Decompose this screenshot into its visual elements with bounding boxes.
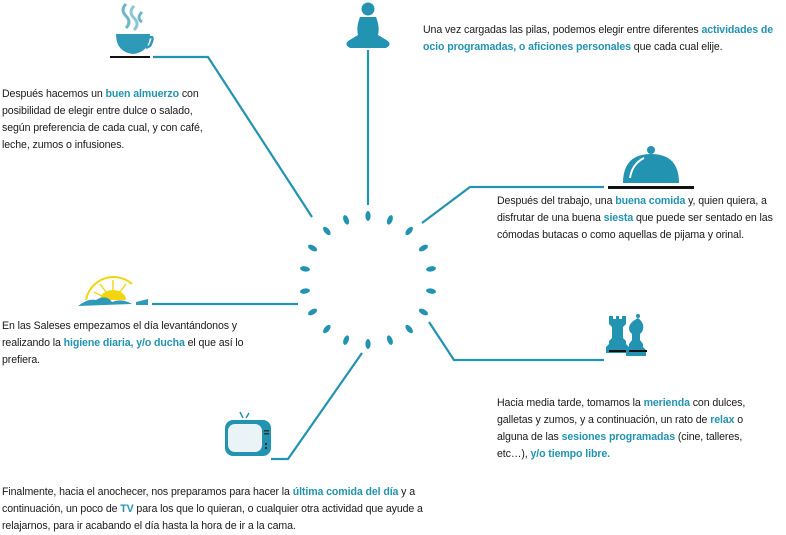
text: Hacia media tarde, tomamos la [497, 397, 644, 409]
footprint-icon [308, 308, 318, 316]
chess-pieces-icon [606, 314, 647, 356]
step-meal-text: Después del trabajo, una buena comida y,… [497, 193, 786, 244]
text: y, quien quiera, a disfrutar de una buen… [497, 195, 767, 224]
footprint-icon [426, 266, 436, 272]
highlight: siesta [603, 212, 634, 224]
highlight: relax [710, 414, 735, 426]
text: o alguna de las [497, 414, 744, 443]
footprint-icon [405, 226, 413, 236]
text: (cine, talleres, etc…), [497, 431, 743, 460]
footprint-icon [308, 244, 318, 252]
text: Después hacemos un [2, 88, 106, 100]
footprints-circle [300, 211, 436, 349]
footprint-icon [426, 288, 436, 294]
connector-lunch [153, 55, 313, 218]
text: con posibilidad de elegir entre dulce o … [2, 88, 203, 151]
text: y a continuación, un poco de [2, 486, 416, 515]
sunrise-icon [78, 276, 148, 306]
serving-dome-icon [608, 146, 694, 189]
text: el que así lo prefiera. [2, 337, 244, 366]
text: con dulces, galletas y zumos, y a contin… [497, 397, 746, 426]
footprint-icon [323, 324, 331, 334]
highlight: sesiones programadas [561, 431, 676, 443]
text: Después del trabajo, una [497, 195, 616, 207]
highlight: buena comida [615, 195, 686, 207]
step-lunch-text: Después hacemos un buen almuerzo con pos… [2, 86, 217, 154]
highlight: actividades de ocio programadas, o afici… [423, 24, 774, 53]
highlight: y/o tiempo libre. [530, 448, 610, 460]
footprint-icon [323, 226, 331, 236]
highlight: higiene diaria, y/o ducha [63, 337, 185, 349]
footprint-icon [365, 339, 371, 349]
step-morning-text: En las Saleses empezamos el día levantán… [2, 318, 252, 369]
meditation-icon [346, 2, 390, 48]
text: que cada cual elije. [630, 41, 723, 53]
highlight: última comida del día [292, 486, 399, 498]
connector-afternoon [428, 321, 604, 362]
text: que puede ser sentado en las cómodas but… [497, 212, 773, 241]
text: Una vez cargadas las pilas, podemos eleg… [423, 24, 702, 36]
text: Finalmente, hacia el anochecer, nos prep… [2, 486, 293, 498]
footprint-icon [405, 324, 413, 334]
step-leisure-text: Una vez cargadas las pilas, podemos eleg… [423, 22, 785, 56]
tv-icon [225, 411, 271, 456]
footprint-icon [343, 215, 350, 225]
footprint-icon [418, 244, 428, 252]
step-afternoon-text: Hacia media tarde, tomamos la merienda c… [497, 395, 772, 463]
footprint-icon [418, 308, 428, 316]
connector-evening [271, 352, 363, 461]
connector-meal [421, 185, 604, 224]
highlight: merienda [643, 397, 690, 409]
connector-lines [152, 50, 604, 461]
step-evening-text: Finalmente, hacia el anochecer, nos prep… [2, 484, 454, 535]
highlight: buen almuerzo [105, 88, 180, 100]
footprint-icon [343, 335, 350, 345]
footprint-icon [386, 335, 393, 345]
footprint-icon [300, 266, 310, 272]
footprint-icon [365, 211, 371, 221]
footprint-icon [386, 215, 393, 225]
footprint-icon [300, 288, 310, 294]
highlight: TV [120, 503, 134, 515]
coffee-cup-icon [110, 2, 154, 58]
text: En las Saleses empezamos el día levantán… [2, 320, 237, 349]
